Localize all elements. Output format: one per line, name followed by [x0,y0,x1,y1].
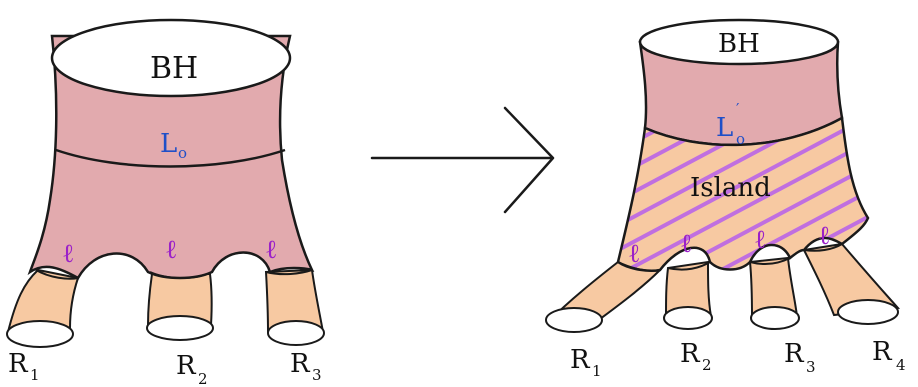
right-leg-r3-end [751,307,799,329]
right-l0-label: L [716,113,733,143]
right-r3-label: R [784,339,805,369]
left-r2-sub: 2 [198,370,208,387]
right-ell-1: ℓ [628,239,640,269]
right-leg-r1-end [546,308,602,332]
left-bh-label: BH [150,51,198,86]
right-bh-label: BH [718,29,760,59]
right-ell-3: ℓ [754,225,766,255]
right-ell-2: ℓ [680,229,692,259]
right-l0-sub: o [736,130,745,148]
left-diagram: BH L o ℓ ℓ ℓ R 1 R 2 R 3 [7,20,324,387]
right-r4-sub: 4 [896,356,906,374]
right-r1-label: R [570,345,591,375]
left-leg-r2-end [147,316,213,340]
right-r1-sub: 1 [592,362,602,380]
left-r1-label: R [8,349,29,379]
left-l0-sub: o [178,144,187,162]
left-ell-2: ℓ [165,235,177,265]
left-l0-label: L [160,129,177,159]
right-r2-label: R [680,339,701,369]
transition-arrow [372,108,553,212]
left-leg-r3-end [268,321,324,345]
right-leg-r4-end [838,300,898,324]
left-r3-label: R [290,349,311,379]
left-r1-sub: 1 [30,366,40,384]
right-ell-4: ℓ [818,221,830,251]
right-r2-sub: 2 [702,356,712,374]
right-r3-sub: 3 [806,358,816,376]
left-r3-sub: 3 [312,366,322,384]
right-r4-label: R [872,337,893,367]
left-ell-1: ℓ [62,239,74,269]
island-label: Island [690,173,771,203]
right-diagram: BH L ′ o Island ℓ ℓ ℓ ℓ R 1 R 2 R 3 R 4 [546,20,906,380]
left-ell-3: ℓ [265,235,277,265]
right-leg-r2-end [664,307,712,329]
left-r2-label: R [176,351,197,381]
right-l0-prime: ′ [736,100,740,118]
left-leg-r1-end [7,321,73,347]
